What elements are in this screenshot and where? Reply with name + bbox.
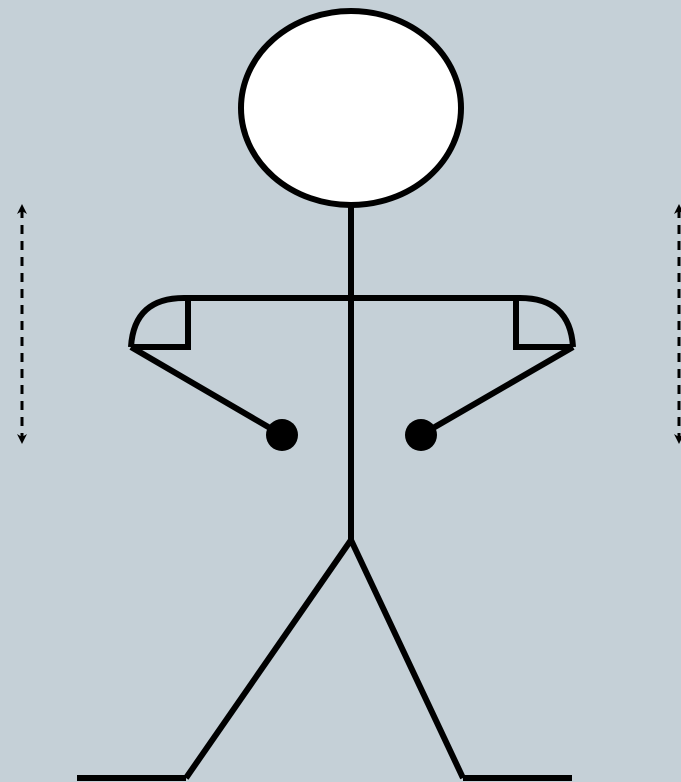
left-hand — [266, 419, 298, 451]
right-hand — [405, 419, 437, 451]
head — [241, 11, 461, 205]
